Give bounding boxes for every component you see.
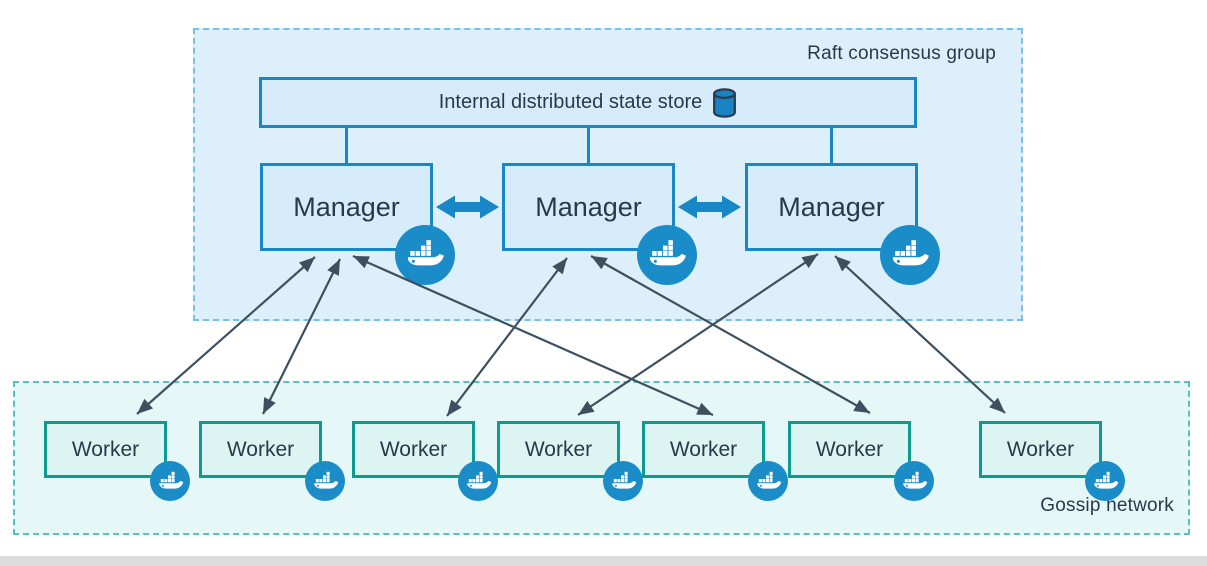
manager-3-label: Manager	[778, 191, 885, 222]
docker-whale-icon	[894, 461, 934, 501]
worker-node-1: Worker	[44, 421, 190, 501]
worker-node-2: Worker	[199, 421, 345, 501]
manager-node-3: Manager	[745, 163, 940, 285]
worker-node-7: Worker	[979, 421, 1125, 501]
worker-6-label: Worker	[815, 437, 884, 461]
manager-1-label: Manager	[293, 191, 400, 222]
state-store-box: Internal distributed state store	[259, 77, 917, 128]
docker-whale-icon	[305, 461, 345, 501]
manager-2-label: Manager	[535, 191, 642, 222]
gossip-network-label: Gossip network	[1040, 495, 1174, 516]
docker-whale-icon	[880, 225, 940, 285]
worker-3-label: Worker	[379, 437, 448, 461]
worker-2-label: Worker	[226, 437, 295, 461]
docker-whale-icon	[1085, 461, 1125, 501]
docker-whale-icon	[748, 461, 788, 501]
manager-node-1: Manager	[260, 163, 455, 285]
docker-whale-icon	[395, 225, 455, 285]
docker-whale-icon	[603, 461, 643, 501]
raft-consensus-group-label: Raft consensus group	[807, 43, 996, 64]
window-bottom-edge	[0, 556, 1207, 566]
worker-1-label: Worker	[71, 437, 140, 461]
worker-node-3: Worker	[352, 421, 498, 501]
docker-whale-icon	[637, 225, 697, 285]
docker-whale-icon	[150, 461, 190, 501]
worker-node-4: Worker	[497, 421, 643, 501]
worker-node-6: Worker	[788, 421, 934, 501]
worker-node-5: Worker	[642, 421, 788, 501]
docker-whale-icon	[458, 461, 498, 501]
worker-4-label: Worker	[524, 437, 593, 461]
manager-node-2: Manager	[502, 163, 697, 285]
worker-5-label: Worker	[669, 437, 738, 461]
worker-7-label: Worker	[1006, 437, 1075, 461]
state-store-label: Internal distributed state store	[438, 91, 703, 113]
database-icon	[713, 87, 737, 118]
